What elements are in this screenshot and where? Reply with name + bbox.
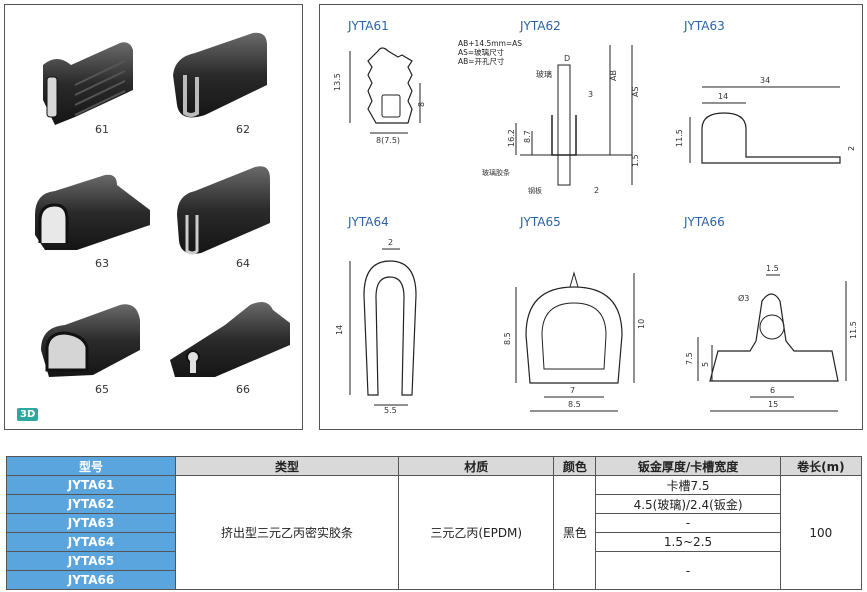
dim-6: 6 [770, 386, 775, 395]
dim-8-5b: 8.5 [568, 400, 581, 409]
dim-D: D [564, 54, 570, 63]
table-row: JYTA65 - [6, 551, 862, 590]
profile-65-image [41, 304, 140, 377]
dim-16-2: 16.2 [507, 129, 516, 147]
dim-2b: 2 [847, 146, 856, 151]
table-row: JYTA61 挤出型三元乙丙密实胶条 三元乙丙(EPDM) 黑色 卡槽7.5 1… [6, 475, 863, 590]
note-line: AB+14.5mm=AS [458, 39, 523, 48]
jyta66-title: JYTA66 [684, 215, 725, 229]
header-roll-length: 卷长(m) [779, 456, 863, 476]
dim-34: 34 [760, 76, 770, 85]
material-cell: 三元乙丙(EPDM) [397, 475, 555, 590]
profile-63-image [35, 174, 150, 250]
note-line: AS=玻璃尺寸 [458, 48, 505, 57]
note-line: AB=开孔尺寸 [458, 57, 505, 66]
profile-63-label: 63 [95, 257, 109, 270]
technical-drawings-panel: JYTA61 JYTA62 JYTA63 JYTA64 JYTA65 JYTA6… [319, 4, 863, 430]
dim-2c: 2 [388, 238, 393, 247]
dim-10: 10 [637, 319, 646, 329]
dim-8-5: 8.5 [503, 332, 512, 345]
dim-5-5: 5.5 [384, 406, 397, 415]
jyta62-title: JYTA62 [520, 19, 561, 33]
model-cell: JYTA65 [6, 551, 176, 571]
dim-8: 8 [417, 102, 426, 107]
glass-strip-label: 玻璃胶条 [482, 169, 510, 177]
dim-11-5: 11.5 [675, 129, 684, 147]
model-cell: JYTA66 [6, 570, 176, 590]
dim-2: 2 [594, 186, 599, 195]
model-cell: JYTA61 [6, 475, 176, 495]
header-model: 型号 [6, 456, 176, 476]
technical-drawings: 13.5 8 8(7.5) D 玻璃 AB AS 3 16.2 8.7 1.5 … [333, 45, 858, 415]
dim-15: 15 [768, 400, 778, 409]
jyta62-drawing: D 玻璃 AB AS 3 16.2 8.7 1.5 2 [507, 45, 640, 195]
dim-5: 5 [701, 362, 710, 367]
jyta65-title: JYTA65 [520, 215, 561, 229]
profile-62-image [173, 32, 267, 118]
table-header-row: 型号 类型 材质 颜色 钣金厚度/卡槽宽度 卷长(m) [6, 456, 863, 476]
dim-AB: AB [609, 70, 618, 81]
profile-61-image [43, 42, 133, 125]
dim-3: 3 [588, 90, 593, 99]
header-color: 颜色 [553, 456, 597, 476]
dim-14: 14 [718, 92, 728, 101]
model-cell: JYTA63 [6, 513, 176, 533]
dim-13-5: 13.5 [333, 73, 342, 91]
profile-65-label: 65 [95, 383, 109, 396]
jyta63-drawing: 34 14 11.5 2 [675, 76, 856, 164]
specification-table: 型号 类型 材质 颜色 钣金厚度/卡槽宽度 卷长(m) JYTA61 挤出型三元… [6, 456, 863, 590]
type-cell: 挤出型三元乙丙密实胶条 [175, 475, 399, 590]
model-cell: JYTA64 [6, 532, 176, 552]
steel-plate-label: 钢板 [528, 187, 542, 195]
jyta61-title: JYTA61 [348, 19, 389, 33]
dim-phi3: Ø3 [738, 293, 749, 303]
dim-14b: 14 [335, 325, 344, 335]
dim-1-5: 1.5 [631, 154, 640, 167]
3d-render-panel: 61 62 63 64 65 66 3D [4, 4, 303, 430]
profile-64-label: 64 [236, 257, 250, 270]
jyta65-drawing: 8.5 10 7 8.5 [503, 271, 646, 412]
profile-62-label: 62 [236, 123, 250, 136]
header-type: 类型 [175, 456, 399, 476]
thickness-cell: - [595, 551, 781, 590]
profile-61-label: 61 [95, 123, 109, 136]
header-material: 材质 [397, 456, 555, 476]
dim-glass: 玻璃 [536, 69, 552, 79]
profile-66-label: 66 [236, 383, 250, 396]
jyta66-drawing: 1.5 Ø3 7.5 5 11.5 6 15 [685, 264, 858, 412]
jyta61-drawing: 13.5 8 8(7.5) [333, 47, 426, 145]
dim-11-5b: 11.5 [849, 321, 858, 339]
thickness-cell: - [595, 513, 781, 533]
dim-8-7: 8.7 [523, 130, 532, 143]
thickness-cell: 1.5~2.5 [595, 532, 781, 552]
dim-7-5: 7.5 [685, 352, 694, 365]
dim-AS: AS [631, 86, 640, 97]
header-thickness: 钣金厚度/卡槽宽度 [595, 456, 781, 476]
table-row: JYTA66 [6, 570, 862, 590]
jyta64-title: JYTA64 [348, 215, 389, 229]
3d-profiles-illustration [35, 32, 290, 377]
table-row: JYTA62 4.5(玻璃)/2.4(钣金) [6, 494, 862, 514]
profile-66-image [170, 301, 290, 377]
thickness-cell: 4.5(玻璃)/2.4(钣金) [595, 494, 781, 514]
model-cell: JYTA62 [6, 494, 176, 514]
jyta64-drawing: 2 14 5.5 [335, 238, 417, 415]
dim-7: 7 [570, 386, 575, 395]
dim-8-7-5: 8(7.5) [376, 136, 400, 145]
thickness-cell: 卡槽7.5 [595, 475, 781, 495]
jyta63-title: JYTA63 [684, 19, 725, 33]
profile-64-image [177, 166, 270, 255]
roll-length-cell: 100 [779, 475, 863, 590]
color-cell: 黑色 [553, 475, 597, 590]
jyta62-note: AB+14.5mm=AS AS=玻璃尺寸 AB=开孔尺寸 [458, 39, 522, 66]
3d-badge: 3D [17, 408, 39, 421]
dim-1-5b: 1.5 [766, 264, 779, 273]
